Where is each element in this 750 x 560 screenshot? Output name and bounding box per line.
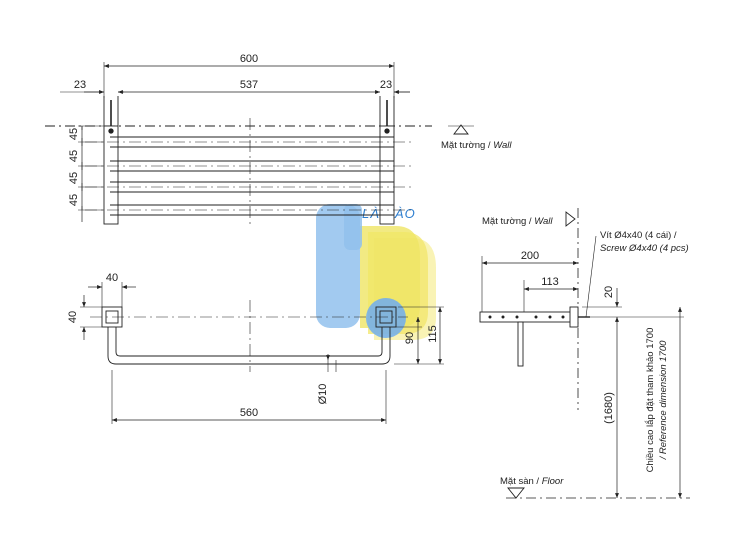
dim-inner-width: 537 [240,79,258,91]
front-view [80,282,444,424]
dim-bar-length: 560 [240,407,258,419]
top-view [45,62,474,226]
screw-label-vi: Vít Ø4x40 (4 cái) / [600,230,677,241]
reference-label-en: / Reference dimension 1700 [658,340,669,461]
dim-spacing-1: 45 [68,128,80,140]
dim-drop-90: 90 [404,332,416,344]
dim-side-mount: 113 [541,276,559,288]
dim-front-square: 40 [106,272,118,284]
reference-label-vi: Chiều cao lắp đặt tham khảo 1700 [645,328,656,473]
dim-overall-width: 600 [240,53,258,65]
dim-side-offset: 20 [603,286,615,298]
wall-label-side: Mặt tường / Wall [482,216,553,227]
dim-side-square: 40 [67,311,79,323]
dim-bracket-left: 23 [74,79,86,91]
dim-bracket-right: 23 [380,79,392,91]
floor-label: Mặt sàn / Floor [500,476,564,487]
dim-drop-115: 115 [427,325,439,343]
screw-label-en: Screw Ø4x40 (4 pcs) [600,243,689,254]
dim-spacing-2: 45 [68,150,80,162]
wall-label-top: Mặt tường / Wall [441,140,512,151]
dim-side-depth: 200 [521,250,539,262]
watermark-logo [316,204,436,340]
dim-spacing-3: 45 [68,172,80,184]
side-view [479,208,690,499]
dim-height-ref: (1680) [603,392,615,424]
dim-spacing-4: 45 [68,194,80,206]
dim-bar-diameter: Ø10 [317,384,329,405]
